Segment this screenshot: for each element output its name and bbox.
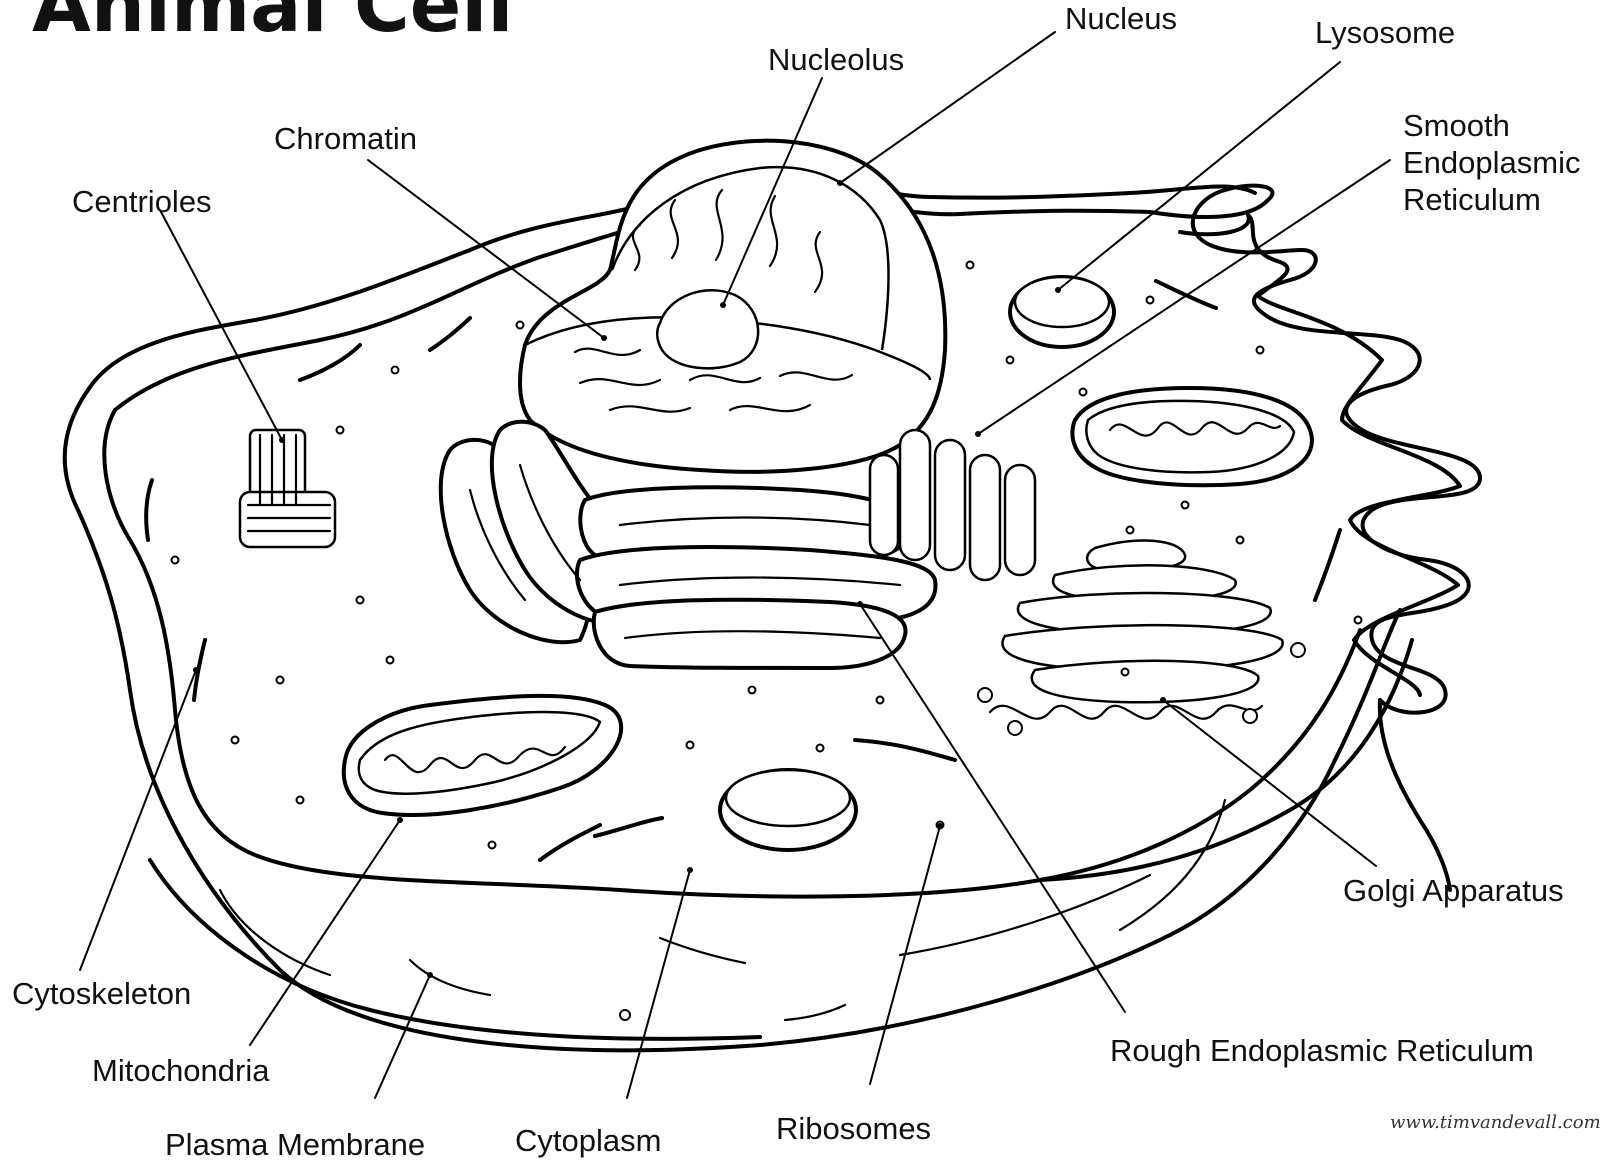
diagram-title: Animal Cell [32,0,513,45]
cytoskeleton-fiber-4 [430,318,470,350]
membrane-hatching-5 [660,938,745,963]
label-smooth-er-line-1: Smooth [1403,107,1580,144]
cytoskeleton-fiber-7 [855,740,955,760]
label-ribosomes: Ribosomes [776,1110,931,1147]
mitochondrion-left [344,696,621,815]
label-smooth-er-line-3: Reticulum [1403,181,1580,218]
label-centrioles: Centrioles [72,183,212,220]
centrioles [240,430,335,547]
cytoskeleton-fiber-9 [595,818,662,836]
right-membrane-lower [1380,700,1450,890]
label-chromatin: Chromatin [274,120,417,157]
label-plasma-membrane: Plasma Membrane [165,1126,425,1163]
cytoskeleton-fiber-3 [300,345,360,380]
smooth-er-tubes [870,430,1035,580]
membrane-hatching-6 [785,1005,845,1020]
label-lysosome: Lysosome [1315,14,1455,51]
cytoskeleton-fiber-6 [1315,530,1340,600]
label-rough-er: Rough Endoplasmic Reticulum [1110,1032,1534,1069]
cytoskeleton-fiber-8 [540,825,600,860]
lysosome-top-inner [1015,277,1109,327]
site-watermark: www.timvandevall.com [1390,1112,1601,1133]
membrane-hatching-4 [410,960,490,995]
label-mitochondria: Mitochondria [92,1052,269,1089]
label-cytoplasm: Cytoplasm [515,1122,661,1159]
label-golgi-apparatus: Golgi Apparatus [1343,872,1564,909]
label-smooth-er-line-2: Endoplasmic [1403,144,1580,181]
lysosome-bottom-inner [726,770,850,826]
label-nucleus: Nucleus [1065,0,1177,37]
membrane-hatching-2 [900,875,1150,955]
cytoskeleton-fiber-1 [146,480,152,540]
mitochondrion-right [1072,388,1311,485]
label-cytoskeleton: Cytoskeleton [12,975,191,1012]
label-smooth-er: Smooth Endoplasmic Reticulum [1403,107,1580,218]
label-nucleolus: Nucleolus [768,41,904,78]
